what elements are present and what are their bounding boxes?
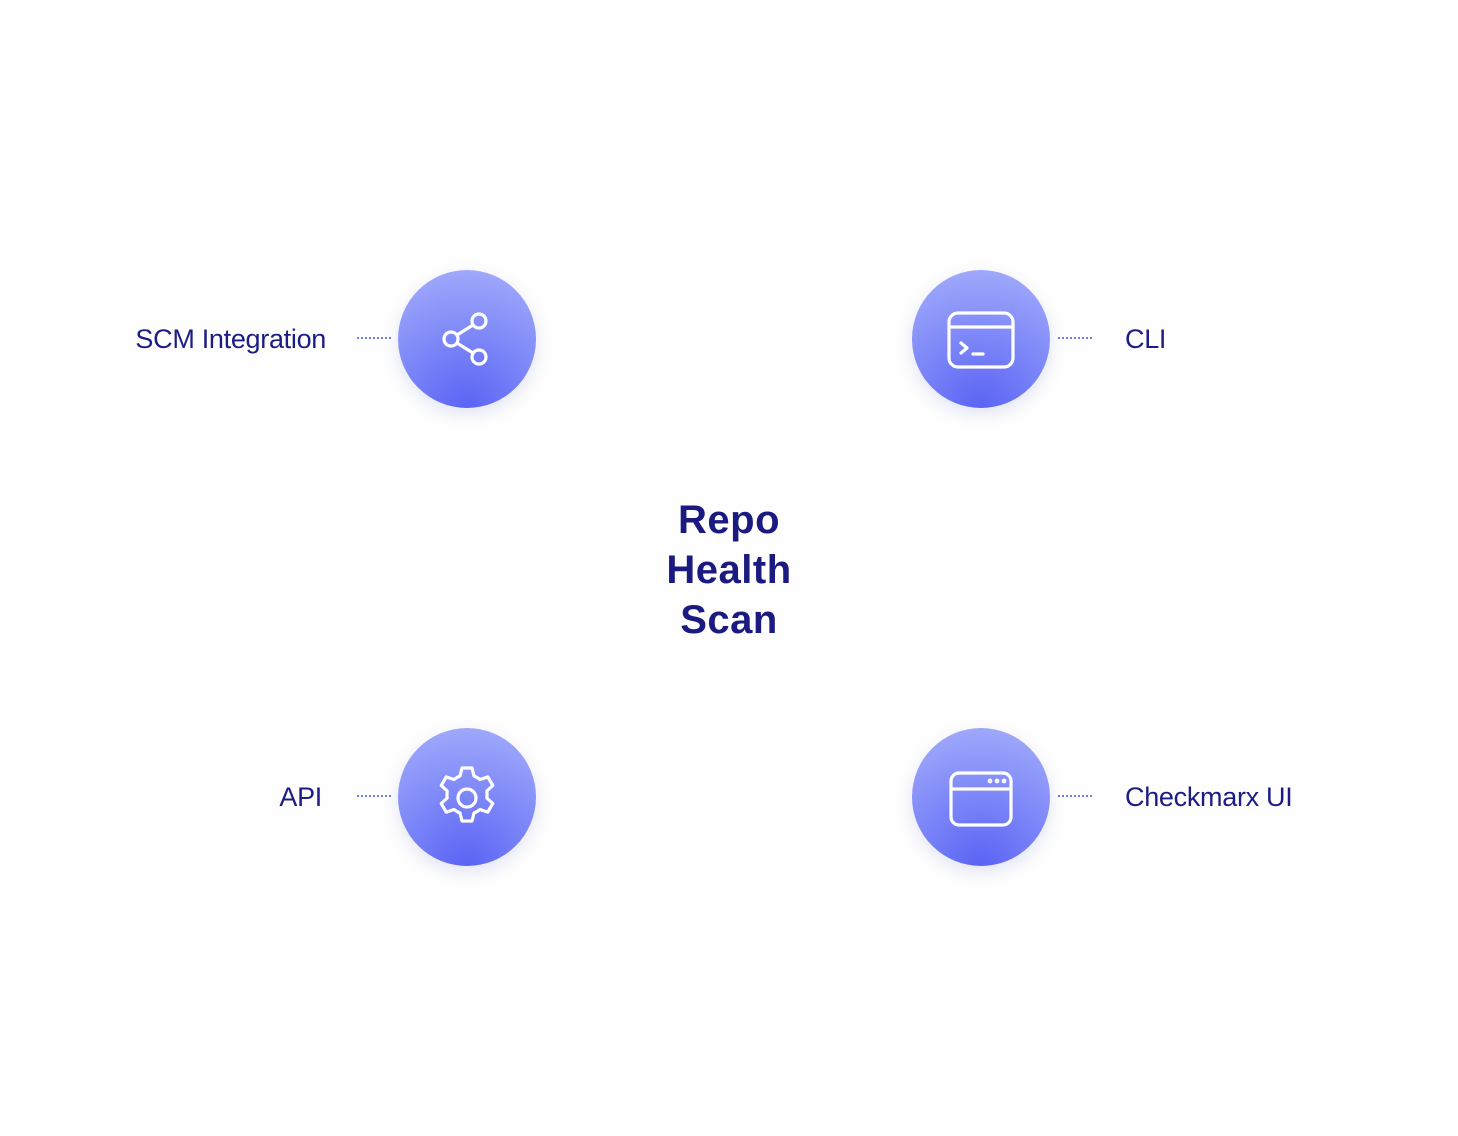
terminal-window-icon xyxy=(947,311,1015,369)
browser-window-icon xyxy=(949,771,1013,827)
gear-icon xyxy=(439,766,495,823)
cli-node xyxy=(912,270,1050,408)
checkmarx-ui-node xyxy=(912,728,1050,866)
share-icon xyxy=(442,312,488,366)
cli-connector xyxy=(1058,337,1092,339)
api-connector xyxy=(357,795,391,797)
scm-connector xyxy=(357,337,391,339)
center-title-line-1: Repo xyxy=(678,498,780,542)
checkmarx-ui-connector xyxy=(1058,795,1092,797)
center-title-line-3: Scan xyxy=(680,598,778,642)
scm-integration-label: SCM Integration xyxy=(135,324,326,354)
checkmarx-ui-label: Checkmarx UI xyxy=(1125,782,1293,812)
scm-integration-node xyxy=(398,270,536,408)
api-label: API xyxy=(279,782,322,812)
center-title: Repo Health Scan xyxy=(579,495,879,645)
cli-label: CLI xyxy=(1125,324,1167,354)
center-title-line-2: Health xyxy=(666,548,792,592)
api-node xyxy=(398,728,536,866)
